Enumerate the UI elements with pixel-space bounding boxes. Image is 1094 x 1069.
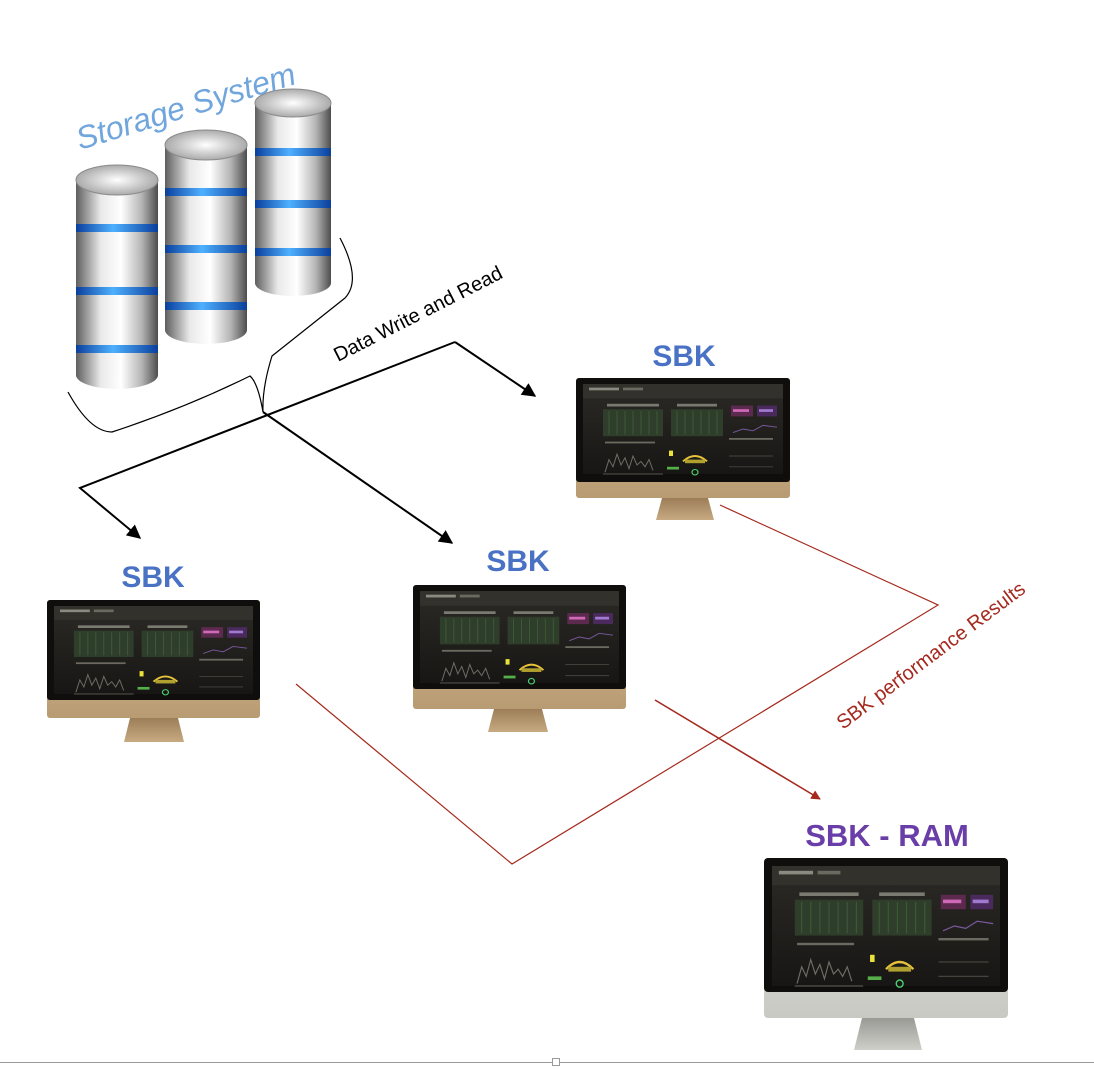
storage-system: Storage System	[72, 56, 332, 389]
monitor-icon	[576, 378, 790, 520]
arrow-to-sbk-right	[454, 341, 537, 397]
sbk-node-middle: SBK	[413, 545, 626, 732]
data-flow-arrows	[78, 341, 537, 544]
results-lines	[295, 504, 940, 865]
sbk-label: SBK	[652, 340, 716, 373]
sbk-label: SBK	[486, 545, 550, 578]
database-icon	[75, 88, 332, 389]
sbk-node-left: SBK	[47, 561, 260, 742]
monitor-icon	[413, 585, 626, 732]
page-bottom-rule	[0, 1062, 1094, 1063]
monitor-icon	[764, 858, 1008, 1050]
sbk-node-top-right: SBK	[576, 340, 790, 520]
storage-brace	[67, 237, 354, 433]
sbk-label: SBK	[121, 561, 185, 594]
data-flow-label: Data Write and Read	[330, 262, 506, 366]
sbk-ram-node: SBK - RAM	[764, 818, 1008, 1050]
resize-handle[interactable]	[552, 1058, 560, 1066]
arrow-to-sbk-middle	[262, 411, 454, 544]
sbk-ram-label: SBK - RAM	[805, 818, 969, 853]
monitor-icon	[47, 600, 260, 742]
arrow-to-sbk-left	[78, 341, 456, 539]
